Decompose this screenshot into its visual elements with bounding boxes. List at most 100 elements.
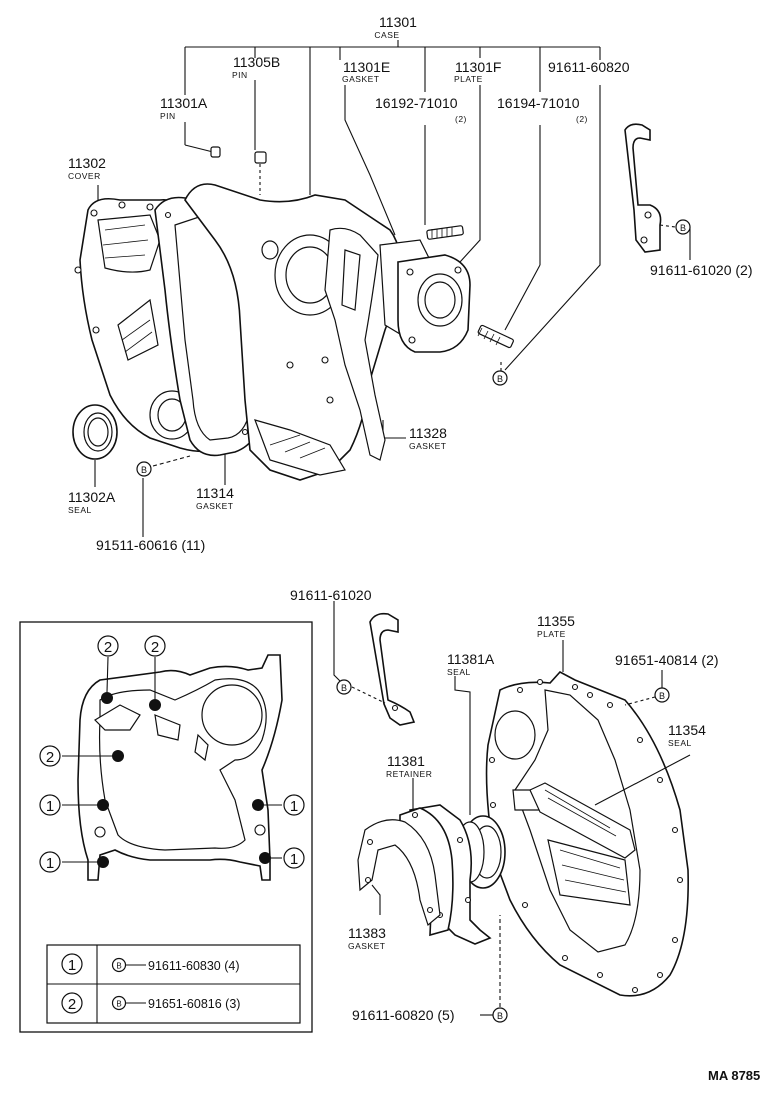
plate-11301f bbox=[397, 254, 471, 353]
svg-text:GASKET: GASKET bbox=[409, 441, 446, 451]
svg-text:11381: 11381 bbox=[387, 753, 425, 769]
svg-text:16194-71010: 16194-71010 bbox=[497, 95, 580, 111]
stud-16194 bbox=[477, 324, 514, 349]
svg-text:91611-61020 (2): 91611-61020 (2) bbox=[650, 262, 752, 278]
svg-text:2: 2 bbox=[68, 996, 76, 1013]
bracket-top-right bbox=[624, 123, 676, 253]
svg-text:1: 1 bbox=[68, 957, 76, 974]
svg-text:SEAL: SEAL bbox=[68, 505, 92, 515]
label-91611-61020-2: 91611-61020 (2) bbox=[650, 262, 752, 278]
bolt-symbol-5: B bbox=[492, 1007, 508, 1023]
svg-text:2: 2 bbox=[104, 639, 112, 656]
svg-text:GASKET: GASKET bbox=[348, 941, 385, 951]
svg-text:16192-71010: 16192-71010 bbox=[375, 95, 458, 111]
label-91651-40814: 91651-40814 (2) bbox=[615, 652, 719, 668]
label-11302a: 11302A SEAL bbox=[68, 489, 116, 515]
svg-text:11305B: 11305B bbox=[233, 54, 280, 70]
svg-text:11302A: 11302A bbox=[68, 489, 116, 505]
svg-text:SEAL: SEAL bbox=[668, 738, 692, 748]
label-91611-60820-5: 91611-60820 (5) bbox=[352, 1007, 454, 1023]
label-11328: 11328 GASKET bbox=[409, 425, 447, 451]
label-91611-60820-top: 91611-60820 bbox=[548, 59, 630, 75]
label-11355: 11355 PLATE bbox=[537, 613, 575, 639]
svg-text:B: B bbox=[141, 465, 147, 475]
leader-lines-top bbox=[94, 80, 691, 537]
seal-11302a bbox=[72, 404, 118, 460]
label-11314: 11314 GASKET bbox=[196, 485, 234, 511]
bolt-symbol-6: B bbox=[654, 687, 670, 703]
pin-11301a bbox=[210, 146, 221, 158]
svg-text:SEAL: SEAL bbox=[447, 667, 471, 677]
label-11383: 11383 GASKET bbox=[348, 925, 386, 951]
svg-text:11355: 11355 bbox=[537, 613, 575, 629]
svg-text:B: B bbox=[116, 1000, 121, 1009]
label-11302: 11302 COVER bbox=[68, 155, 106, 181]
inset-marker-2b: 2 bbox=[144, 635, 166, 657]
svg-text:PIN: PIN bbox=[160, 111, 176, 121]
svg-text:11301E: 11301E bbox=[343, 59, 390, 75]
legend-row-2: 2 B 91651-60816 (3) bbox=[61, 992, 240, 1014]
label-11301e: 11301E GASKET bbox=[342, 59, 390, 84]
inset-marker-1a: 1 bbox=[39, 794, 61, 816]
svg-text:91611-61020: 91611-61020 bbox=[290, 587, 372, 603]
inset-marker-2c: 2 bbox=[39, 745, 61, 767]
svg-text:B: B bbox=[341, 683, 347, 693]
svg-text:91611-60820: 91611-60820 bbox=[548, 59, 630, 75]
svg-text:B: B bbox=[659, 691, 665, 701]
label-11301f: 11301F PLATE bbox=[454, 59, 501, 84]
label-16192: 16192-71010 (2) bbox=[375, 95, 467, 124]
svg-text:1: 1 bbox=[46, 855, 54, 872]
svg-text:91651-60816 (3): 91651-60816 (3) bbox=[148, 997, 240, 1011]
svg-text:COVER: COVER bbox=[68, 171, 101, 181]
label-91611-61020: 91611-61020 bbox=[290, 587, 372, 603]
label-11301a: 11301A PIN bbox=[160, 95, 208, 121]
bracket-bottom bbox=[351, 612, 416, 726]
inset-marker-1c: 1 bbox=[283, 794, 305, 816]
svg-text:MA 8785: MA 8785 bbox=[708, 1068, 760, 1083]
stud-16192 bbox=[426, 225, 464, 240]
seal-11354 bbox=[529, 782, 636, 859]
svg-text:11301F: 11301F bbox=[455, 59, 501, 75]
inset-marker-2a: 2 bbox=[97, 635, 119, 657]
pin-11305b bbox=[254, 151, 267, 195]
svg-text:GASKET: GASKET bbox=[342, 74, 379, 84]
svg-text:1: 1 bbox=[46, 798, 54, 815]
svg-text:2: 2 bbox=[151, 639, 159, 656]
bolt-symbol-2: B bbox=[492, 370, 508, 386]
svg-text:RETAINER: RETAINER bbox=[386, 769, 432, 779]
inset-marker-1b: 1 bbox=[39, 851, 61, 873]
inset-box bbox=[19, 621, 313, 1033]
svg-text:11301A: 11301A bbox=[160, 95, 208, 111]
svg-text:B: B bbox=[497, 374, 503, 384]
label-11381: 11381 RETAINER bbox=[386, 753, 432, 779]
svg-text:B: B bbox=[116, 962, 121, 971]
svg-text:11302: 11302 bbox=[68, 155, 106, 171]
svg-text:11314: 11314 bbox=[196, 485, 234, 501]
svg-text:11381A: 11381A bbox=[447, 651, 495, 667]
svg-text:GASKET: GASKET bbox=[196, 501, 233, 511]
svg-text:1: 1 bbox=[290, 851, 298, 868]
legend-row-1: 1 B 91611-60830 (4) bbox=[61, 953, 240, 975]
footer-code: MA 8785 bbox=[708, 1068, 760, 1083]
svg-text:PIN: PIN bbox=[232, 70, 248, 80]
svg-text:PLATE: PLATE bbox=[537, 629, 566, 639]
gasket-11383 bbox=[357, 819, 441, 927]
svg-text:91651-40814 (2): 91651-40814 (2) bbox=[615, 652, 719, 668]
gasket-11328 bbox=[324, 227, 386, 461]
bolt-symbol-3: B bbox=[136, 461, 152, 477]
svg-text:(2): (2) bbox=[576, 114, 588, 124]
label-91511: 91511-60616 (11) bbox=[96, 537, 205, 553]
label-11354: 11354 SEAL bbox=[668, 722, 706, 748]
svg-text:1: 1 bbox=[290, 798, 298, 815]
label-11381a: 11381A SEAL bbox=[447, 651, 495, 677]
svg-text:CASE: CASE bbox=[374, 30, 399, 40]
svg-text:PLATE: PLATE bbox=[454, 74, 483, 84]
bolt-symbol-1: B bbox=[675, 219, 691, 235]
svg-text:2: 2 bbox=[46, 749, 54, 766]
svg-text:11354: 11354 bbox=[668, 722, 706, 738]
leader-lines-bottom bbox=[371, 640, 691, 915]
svg-text:(2): (2) bbox=[455, 114, 467, 124]
label-11305b: 11305B PIN bbox=[232, 54, 280, 80]
